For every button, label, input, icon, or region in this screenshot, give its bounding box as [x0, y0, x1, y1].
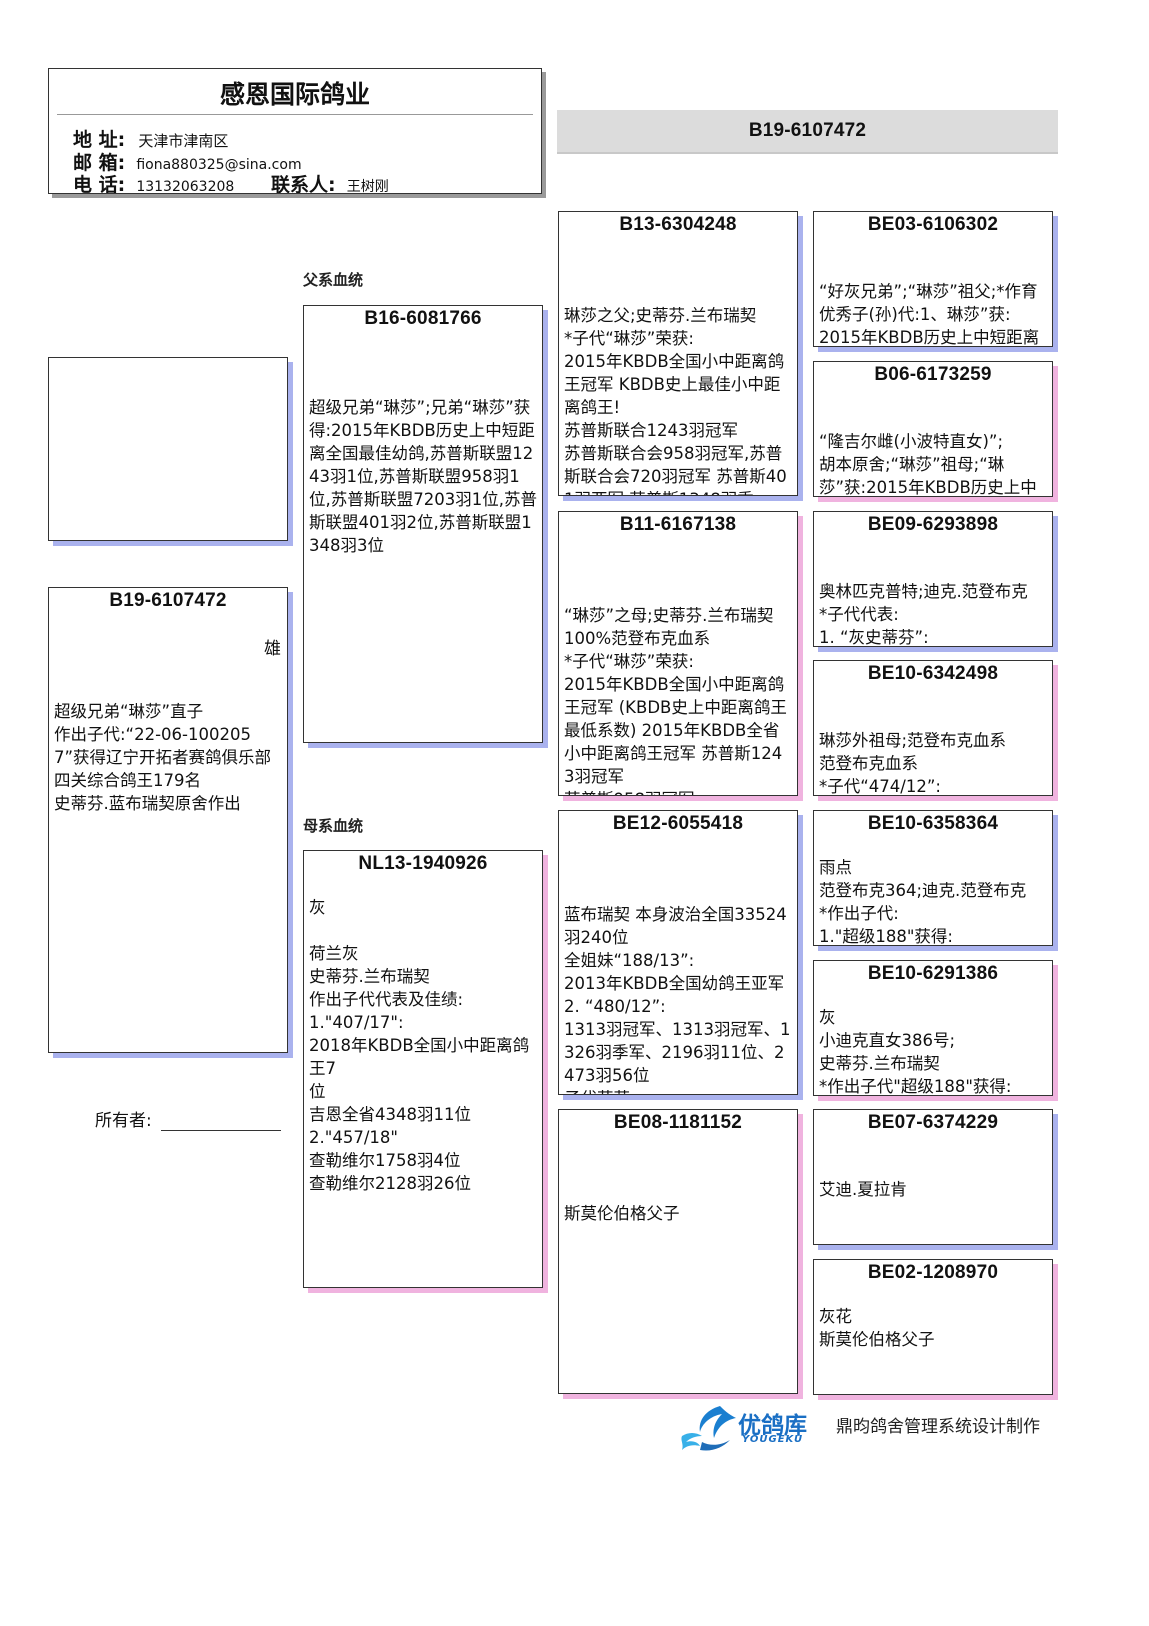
subject-ring-number: B19-6107472 [109, 590, 227, 611]
ggp-8-notes: 灰花 斯莫伦伯格父子 [819, 1307, 935, 1349]
dam-notes: 灰 荷兰灰 史蒂芬.兰布瑞契 作出子代代表及佳绩: 1."407/17": 20… [309, 898, 530, 1193]
ggp-4-notes: 琳莎外祖母;范登布克血系 范登布克血系 *子代“474/12”: [819, 731, 1007, 796]
contact-row: 联系人: 王树刚 [271, 170, 389, 194]
subject-sex: 雄 [264, 639, 281, 659]
dam-ring-number: NL13-1940926 [358, 853, 488, 874]
address-label: 地 址: [73, 129, 126, 151]
address-row: 地 址: 天津市津南区 [73, 125, 228, 152]
grandsire-maternal-ring: BE12-6055418 [612, 813, 744, 834]
dam-line-label: 母系血统 [303, 817, 364, 835]
ggp-7-card: BE07-6374229 艾迪.夏拉肯 [813, 1109, 1053, 1245]
ggp-1-ring: BE03-6106302 [867, 214, 999, 235]
sire-card: B16-6081766 超级兄弟“琳莎”;兄弟“琳莎”获得:2015年KBDB历… [303, 305, 543, 743]
ggp-3-card: BE09-6293898 奥林匹克普特;迪克.范登布克 *子代代表: 1. “灰… [813, 511, 1053, 647]
sire-notes: 超级兄弟“琳莎”;兄弟“琳莎”获得:2015年KBDB历史上中短距离全国最佳幼鸽… [309, 398, 537, 555]
email-row: 邮 箱: fiona880325@sina.com [73, 148, 302, 175]
grandsire-maternal-notes: 蓝布瑞契 本身波治全国33524羽240位 全姐妹“188/13”: 2013年… [564, 905, 791, 1094]
email-value: fiona880325@sina.com [136, 157, 302, 173]
ggp-8-card: BE02-1208970 灰花 斯莫伦伯格父子 [813, 1259, 1053, 1395]
granddam-paternal-ring: B11-6167138 [619, 514, 737, 535]
grandsire-paternal-notes: 琳莎之父;史蒂芬.兰布瑞契 *子代“琳莎”荣获: 2015年KBDB全国小中距离… [564, 306, 787, 495]
phone-value: 13132063208 [136, 179, 235, 194]
ggp-8-ring: BE02-1208970 [867, 1262, 999, 1283]
ggp-6-card: BE10-6291386 灰 小迪克直女386号; 史蒂芬.兰布瑞契 *作出子代… [813, 960, 1053, 1096]
top-ring-banner: B19-6107472 [557, 110, 1058, 154]
loft-name: 感恩国际鸽业 [219, 80, 370, 109]
sire-line-label: 父系血统 [303, 271, 364, 289]
ggp-4-card: BE10-6342498 琳莎外祖母;范登布克血系 范登布克血系 *子代“474… [813, 660, 1053, 796]
phone-label: 电 话: [73, 174, 126, 194]
logo-en: YOUGEKU [742, 1434, 804, 1445]
sire-ring-number: B16-6081766 [364, 308, 482, 329]
ggp-1-notes: “好灰兄弟”;“琳莎”祖父;*作育优秀子(孙)代:1、琳莎”获: 2015年KB… [819, 282, 1040, 347]
yougeku-logo-icon [681, 1406, 736, 1451]
credit-text: 鼎昀鸽舍管理系统设计制作 [836, 1417, 1040, 1437]
contact-value: 王树刚 [346, 179, 389, 194]
loft-info-card: 感恩国际鸽业 地 址: 天津市津南区 邮 箱: fiona880325@sina… [48, 68, 542, 194]
ggp-3-ring: BE09-6293898 [867, 514, 999, 535]
phone-row: 电 话: 13132063208 [73, 170, 235, 194]
ggp-6-ring: BE10-6291386 [867, 963, 999, 984]
ggp-7-ring: BE07-6374229 [867, 1112, 999, 1133]
subject-notes: 超级兄弟“琳莎”直子 作出子代:“22-06-1002057”获得辽宁开拓者赛鸽… [54, 702, 272, 813]
title-divider [57, 114, 533, 115]
subject-pigeon-card: B19-6107472 雄 超级兄弟“琳莎”直子 作出子代:“22-06-100… [48, 587, 288, 1053]
ggp-5-notes: 雨点 范登布克364;迪克.范登布克 *作出子代: 1."超级188"获得: [819, 858, 1027, 946]
email-label: 邮 箱: [73, 152, 126, 174]
granddam-maternal-notes: 斯莫伦伯格父子 [564, 1204, 680, 1223]
ggp-6-notes: 灰 小迪克直女386号; 史蒂芬.兰布瑞契 *作出子代"超级188"获得: [819, 1008, 1012, 1096]
granddam-maternal-card: BE08-1181152 斯莫伦伯格父子 [558, 1109, 798, 1394]
ggp-4-ring: BE10-6342498 [867, 663, 999, 684]
address-value: 天津市津南区 [138, 132, 229, 150]
granddam-paternal-card: B11-6167138 “琳莎”之母;史蒂芬.兰布瑞契 100%范登布克血系 *… [558, 511, 798, 796]
logo-cn: 优鸽库 [738, 1413, 807, 1439]
owner-label: 所有者: [95, 1111, 152, 1131]
granddam-paternal-notes: “琳莎”之母;史蒂芬.兰布瑞契 100%范登布克血系 *子代“琳莎”荣获: 20… [564, 606, 787, 795]
ggp-1-card: BE03-6106302 “好灰兄弟”;“琳莎”祖父;*作育优秀子(孙)代:1、… [813, 211, 1053, 347]
photo-frame [48, 357, 288, 541]
contact-label: 联系人: [271, 174, 336, 194]
ggp-2-card: B06-6173259 “隆吉尔雌(小波特直女)”; 胡本原舍;“琳莎”祖母;“… [813, 361, 1053, 497]
grandsire-maternal-card: BE12-6055418 蓝布瑞契 本身波治全国33524羽240位 全姐妹“1… [558, 810, 798, 1095]
ggp-5-card: BE10-6358364 雨点 范登布克364;迪克.范登布克 *作出子代: 1… [813, 810, 1053, 946]
ggp-3-notes: 奥林匹克普特;迪克.范登布克 *子代代表: 1. “灰史蒂芬”: [819, 582, 1028, 647]
ggp-7-notes: 艾迪.夏拉肯 [819, 1180, 907, 1199]
grandsire-paternal-ring: B13-6304248 [619, 214, 737, 235]
footer-brand: 优鸽库 YOUGEKU 鼎昀鸽舍管理系统设计制作 [676, 1400, 1056, 1460]
ggp-2-notes: “隆吉尔雌(小波特直女)”; 胡本原舍;“琳莎”祖母;“琳莎”获:2015年KB… [819, 432, 1037, 497]
grandsire-paternal-card: B13-6304248 琳莎之父;史蒂芬.兰布瑞契 *子代“琳莎”荣获: 201… [558, 211, 798, 496]
granddam-maternal-ring: BE08-1181152 [613, 1112, 743, 1133]
owner-blank-line[interactable] [161, 1112, 282, 1131]
top-ring-number: B19-6107472 [748, 120, 867, 141]
ggp-2-ring: B06-6173259 [874, 364, 992, 385]
ggp-5-ring: BE10-6358364 [867, 813, 999, 834]
owner-field: 所有者: [95, 1106, 282, 1131]
dam-card: NL13-1940926 灰 荷兰灰 史蒂芬.兰布瑞契 作出子代代表及佳绩: 1… [303, 850, 543, 1288]
